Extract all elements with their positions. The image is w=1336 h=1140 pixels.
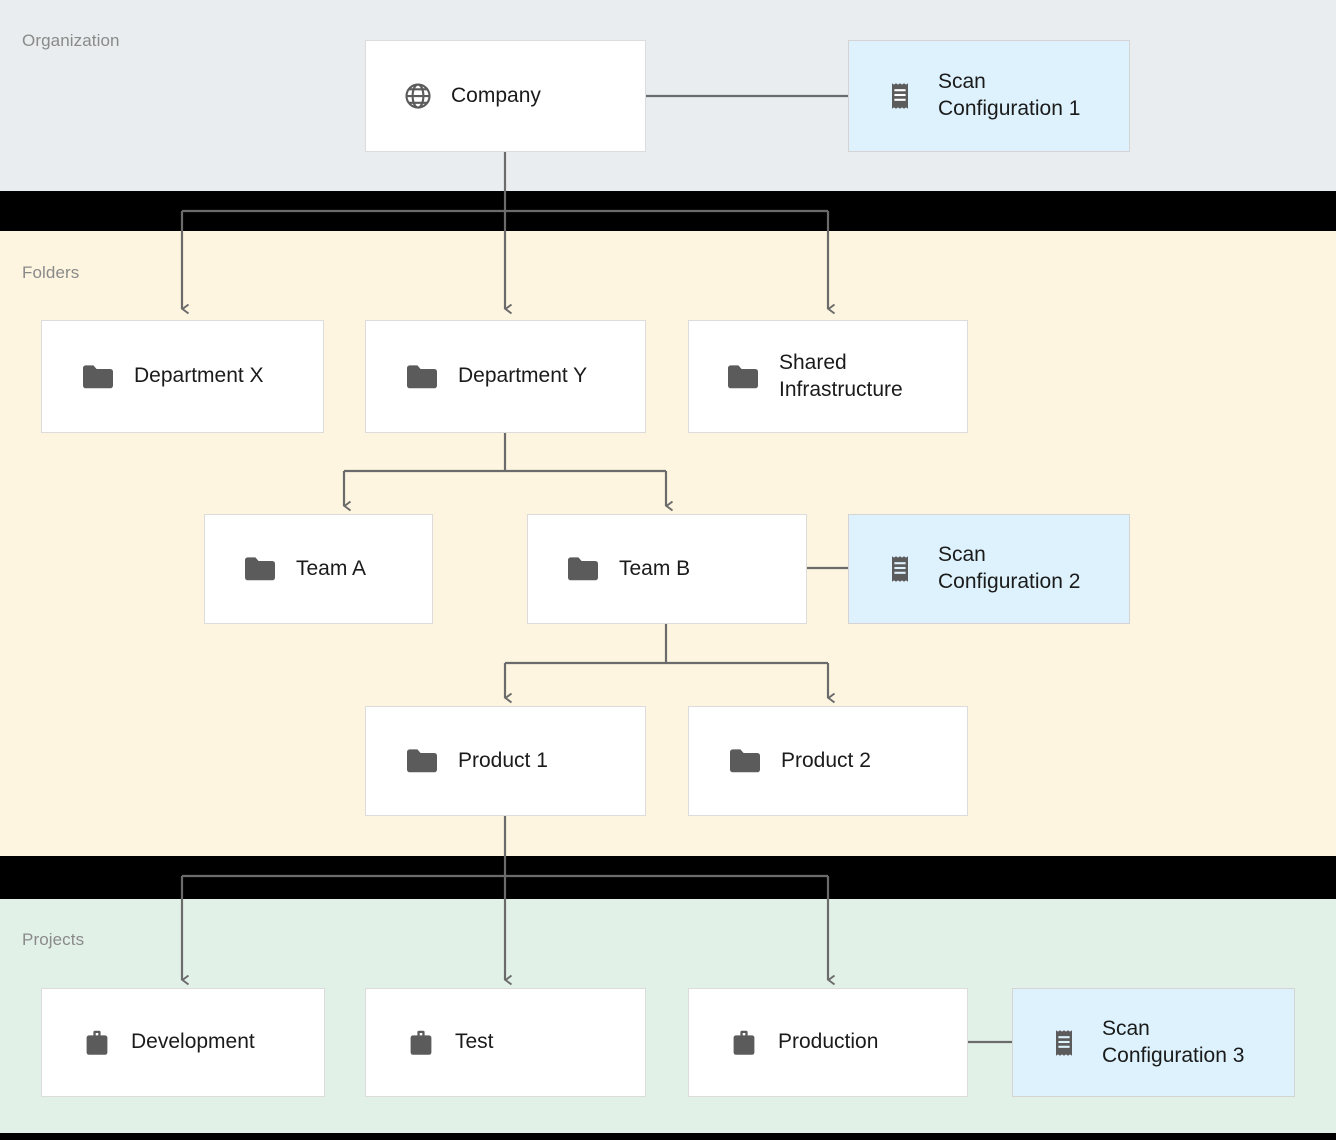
node-scan-configuration-3[interactable]: Scan Configuration 3 <box>1012 988 1295 1097</box>
band-label-organization: Organization <box>22 31 120 50</box>
node-scan-configuration-2[interactable]: Scan Configuration 2 <box>848 514 1130 624</box>
folder-icon <box>406 364 438 390</box>
node-label: Development <box>131 1030 255 1054</box>
briefcase-icon <box>82 1028 112 1058</box>
folder-icon <box>567 556 599 582</box>
node-label: Company <box>451 83 541 107</box>
band-organization <box>0 0 1336 191</box>
node-label: Team B <box>619 556 691 580</box>
receipt-icon <box>887 553 919 585</box>
node-label: Production <box>778 1030 879 1054</box>
node-label: Department X <box>134 364 264 388</box>
folder-icon <box>729 748 761 774</box>
folder-icon <box>82 364 114 390</box>
band-bottom-divider <box>0 1133 1336 1140</box>
node-department-y[interactable]: Department Y <box>365 320 646 433</box>
node-team-b[interactable]: Team B <box>527 514 807 624</box>
folder-icon <box>727 364 759 390</box>
briefcase-icon <box>406 1028 436 1058</box>
node-development[interactable]: Development <box>41 988 325 1097</box>
node-product-1[interactable]: Product 1 <box>365 706 646 816</box>
node-label: Test <box>455 1030 494 1054</box>
node-company[interactable]: Company <box>365 40 646 152</box>
node-team-a[interactable]: Team A <box>204 514 433 624</box>
node-shared-infrastructure[interactable]: Shared Infrastructure <box>688 320 968 433</box>
node-product-2[interactable]: Product 2 <box>688 706 968 816</box>
folder-icon <box>244 556 276 582</box>
node-label: Shared Infrastructure <box>779 350 903 401</box>
node-label: Scan Configuration 1 <box>938 70 1081 120</box>
globe-icon <box>403 81 433 111</box>
folder-icon <box>406 748 438 774</box>
node-label: Product 2 <box>781 748 871 772</box>
band-label-projects: Projects <box>22 930 85 949</box>
receipt-icon <box>1051 1027 1083 1059</box>
node-label: Scan Configuration 2 <box>938 543 1081 593</box>
node-label: Scan Configuration 3 <box>1102 1016 1245 1067</box>
node-scan-configuration-1[interactable]: Scan Configuration 1 <box>848 40 1130 152</box>
node-production[interactable]: Production <box>688 988 968 1097</box>
node-label: Product 1 <box>458 748 548 772</box>
node-label: Team A <box>296 556 367 580</box>
band-label-folders: Folders <box>22 263 80 282</box>
briefcase-icon <box>729 1028 759 1058</box>
node-label: Department Y <box>458 364 588 388</box>
receipt-icon <box>887 80 919 112</box>
node-test[interactable]: Test <box>365 988 646 1097</box>
node-department-x[interactable]: Department X <box>41 320 324 433</box>
